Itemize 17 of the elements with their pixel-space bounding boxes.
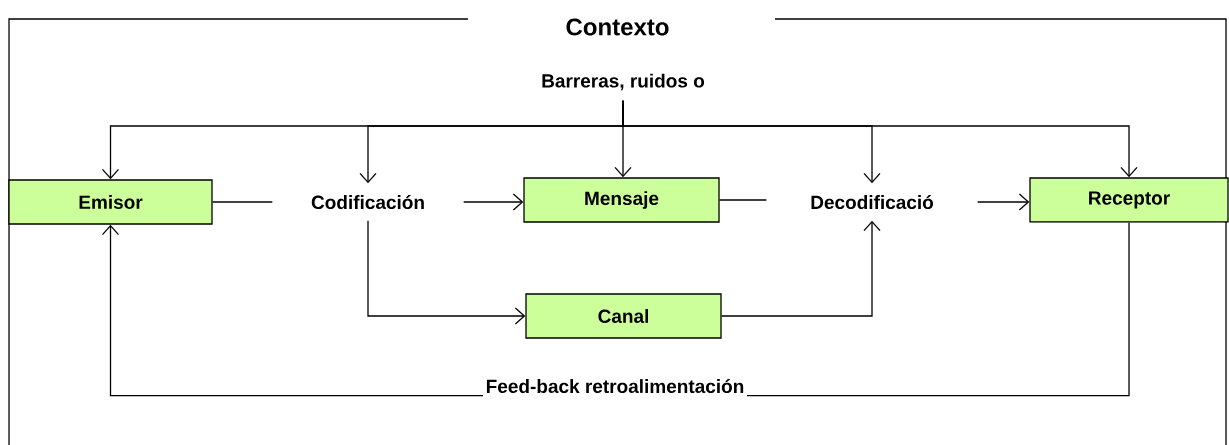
process-box: Emisor xyxy=(8,179,213,225)
process-box: Canal xyxy=(525,293,722,339)
connector-line xyxy=(719,199,767,201)
process-box: Receptor xyxy=(1029,177,1229,223)
node-label: Decodificació xyxy=(811,194,933,210)
connector-line xyxy=(212,201,273,203)
node-label: Codificación xyxy=(311,194,424,210)
connector-line xyxy=(746,222,1130,397)
process-box: Mensaje xyxy=(523,177,720,223)
arrow xyxy=(463,193,524,211)
node-label: Feed-back retroalimentación xyxy=(486,378,744,394)
arrow xyxy=(101,224,484,397)
arrow xyxy=(367,220,526,325)
arrow xyxy=(622,100,1138,178)
node-label: Barreras, ruidos o xyxy=(542,73,705,91)
arrow xyxy=(721,220,881,317)
arrow xyxy=(977,193,1030,211)
